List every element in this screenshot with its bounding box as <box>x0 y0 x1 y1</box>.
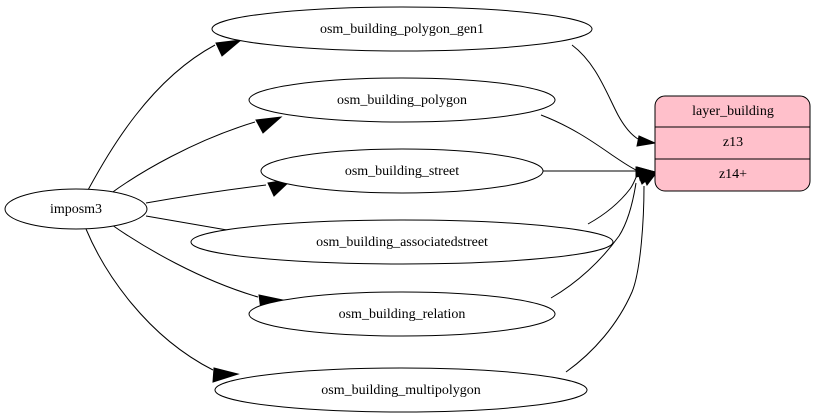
edge-arrowhead <box>255 116 283 134</box>
node-osm_building_relation[interactable]: osm_building_relation <box>248 291 556 337</box>
node-osm_building_multipolygon[interactable]: osm_building_multipolygon <box>214 367 588 413</box>
edge-path <box>111 224 259 298</box>
edge-path <box>587 174 638 225</box>
node-osm_building_polygon[interactable]: osm_building_polygon <box>248 77 556 123</box>
node-shape[interactable] <box>260 148 544 194</box>
node-shape[interactable] <box>214 367 588 413</box>
layer-zoom-z14plus-label: z14+ <box>719 167 747 182</box>
edge-path <box>540 114 637 171</box>
layer-zoom-z13-label: z13 <box>723 135 743 150</box>
edge-path <box>550 182 637 299</box>
node-shape[interactable] <box>4 188 148 230</box>
edge-osm_building_polygon_gen1-to-layer-zoom-z13 <box>571 44 657 147</box>
node-osm_building_polygon_gen1[interactable]: osm_building_polygon_gen1 <box>211 6 593 52</box>
edge-group-layer <box>540 44 658 373</box>
edge-osm_building_multipolygon-to-layer-zoom-z14plus <box>565 171 658 373</box>
edge-arrowhead <box>215 39 243 57</box>
edge-arrowhead <box>636 135 657 147</box>
node-shape[interactable] <box>248 77 556 123</box>
edge-path <box>571 44 639 140</box>
edge-imposm3-to-osm_building_polygon <box>109 116 283 195</box>
node-label: osm_building_associatedstreet <box>316 235 488 250</box>
edge-path <box>145 184 267 204</box>
node-label: osm_building_polygon_gen1 <box>320 22 484 37</box>
node-shape[interactable] <box>190 219 614 265</box>
node-label: osm_building_multipolygon <box>321 383 480 398</box>
node-label: osm_building_relation <box>339 307 466 322</box>
edge-path <box>565 185 645 373</box>
edge-path <box>87 44 216 191</box>
edge-arrowhead <box>212 367 240 383</box>
edge-imposm3-to-osm_building_multipolygon <box>85 228 240 383</box>
edge-imposm3-to-osm_building_street <box>145 178 294 204</box>
edge-arrowhead <box>643 171 658 186</box>
node-osm_building_associatedstreet[interactable]: osm_building_associatedstreet <box>190 219 614 265</box>
node-label: imposm3 <box>50 202 102 217</box>
edge-path <box>85 228 214 371</box>
node-label: osm_building_polygon <box>337 93 467 108</box>
edge-imposm3-to-osm_building_polygon_gen1 <box>87 39 243 191</box>
node-label: osm_building_street <box>345 164 459 179</box>
node-imposm3[interactable]: imposm3 <box>4 188 148 230</box>
record-shape[interactable] <box>654 95 811 192</box>
edge-path <box>109 121 256 195</box>
layer-title-label: layer_building <box>692 104 774 119</box>
node-osm_building_street[interactable]: osm_building_street <box>260 148 544 194</box>
node-shape[interactable] <box>248 291 556 337</box>
node-layer_building[interactable]: layer_building z13 z14+ <box>654 95 811 192</box>
node-shape[interactable] <box>211 6 593 52</box>
